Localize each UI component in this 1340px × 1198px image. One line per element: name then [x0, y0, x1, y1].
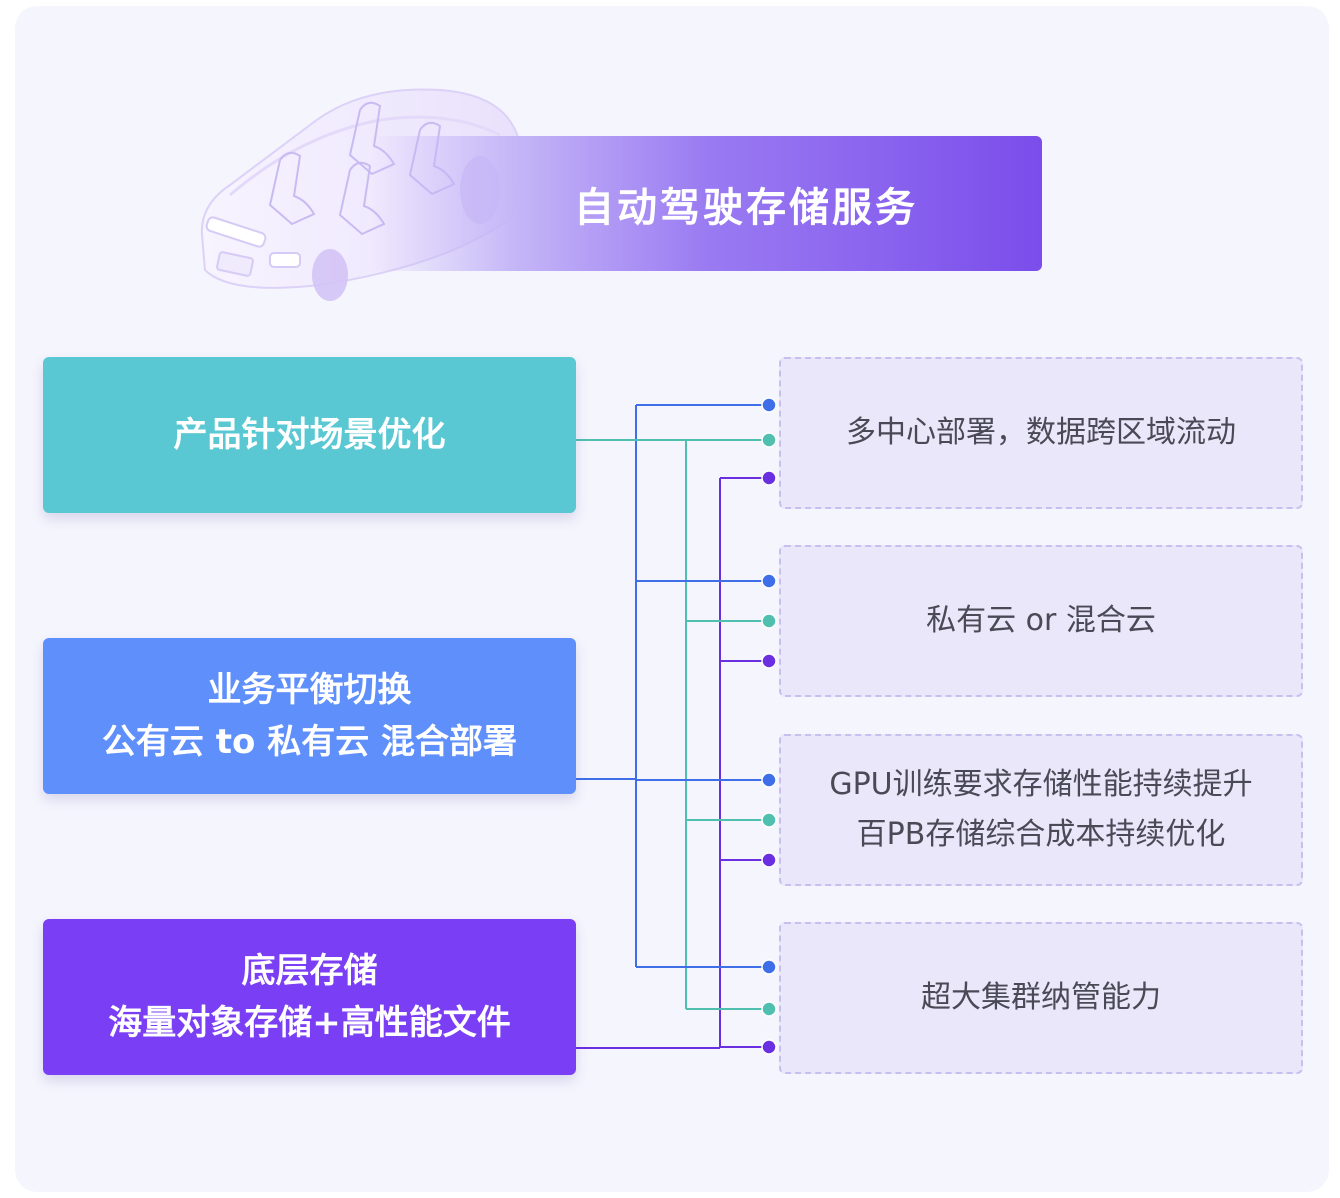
- license-plate: [216, 251, 254, 277]
- source-3-line-2: 海量对象存储+高性能文件: [108, 1003, 511, 1043]
- source-box-business-balance: 业务平衡切换 公有云 to 私有云 混合部署: [43, 638, 576, 794]
- connector-dot-4-3: [761, 1039, 777, 1055]
- connector-dot-1-3: [761, 470, 777, 486]
- connector-dot-2-1: [761, 573, 777, 589]
- connector-dot-1-2: [761, 432, 777, 448]
- source-3-line-1: 底层存储: [241, 951, 378, 991]
- source-1-line-1: 产品针对场景优化: [173, 415, 446, 455]
- diagram-title: 自动驾驶存储服务: [574, 184, 918, 231]
- target-2-line-1: 私有云 or 混合云: [926, 603, 1156, 638]
- source-2-line-2: 公有云 to 私有云 混合部署: [101, 722, 518, 762]
- connector-dot-4-1: [761, 959, 777, 975]
- source-box-scenario-optimization: 产品针对场景优化: [43, 357, 576, 513]
- target-3-line-2: 百PB存储综合成本持续优化: [856, 817, 1226, 852]
- source-box-underlying-storage: 底层存储 海量对象存储+高性能文件: [43, 919, 576, 1075]
- connector-dot-3-1: [761, 772, 777, 788]
- connector-dot-3-3: [761, 852, 777, 868]
- connector-dot-2-2: [761, 613, 777, 629]
- target-3-line-1: GPU训练要求存储性能持续提升: [829, 767, 1253, 802]
- source-2-line-1: 业务平衡切换: [207, 670, 412, 710]
- title-banner: 自动驾驶存储服务: [370, 136, 1042, 271]
- connector-dot-1-1: [761, 397, 777, 413]
- target-box-large-cluster: 超大集群纳管能力: [779, 922, 1303, 1074]
- target-box-private-cloud: 私有云 or 混合云: [779, 545, 1303, 697]
- target-box-multi-center: 多中心部署，数据跨区域流动: [779, 357, 1303, 509]
- target-4-line-1: 超大集群纳管能力: [921, 980, 1161, 1015]
- target-1-line-1: 多中心部署，数据跨区域流动: [846, 415, 1236, 450]
- front-wheel: [312, 249, 348, 301]
- connector-dot-2-3: [761, 653, 777, 669]
- connector-dot-3-2: [761, 812, 777, 828]
- connector-dot-4-2: [761, 1001, 777, 1017]
- target-box-gpu-performance: GPU训练要求存储性能持续提升 百PB存储综合成本持续优化: [779, 734, 1303, 886]
- headlights: [205, 216, 301, 268]
